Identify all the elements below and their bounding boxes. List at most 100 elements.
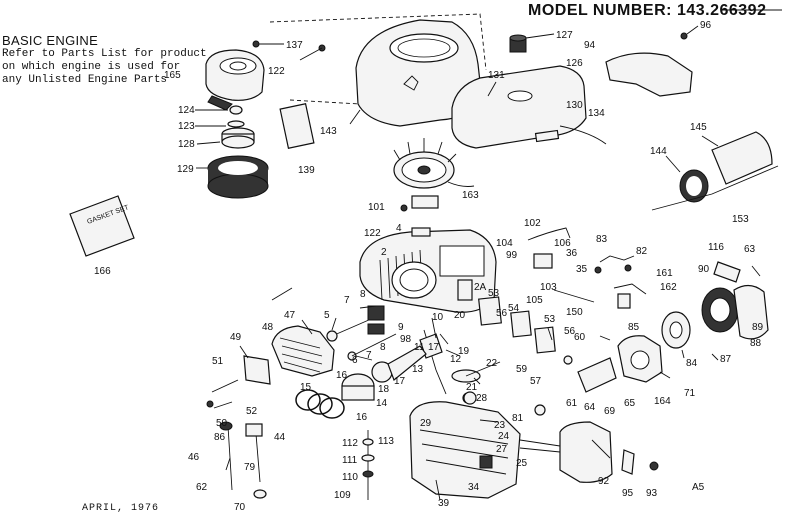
bracket-part [533, 253, 553, 269]
crank-key-part [431, 317, 437, 339]
leader-144 [665, 155, 681, 173]
leader-lines [225, 287, 719, 471]
callout-21: 21 [466, 382, 478, 393]
starter-housing-part [733, 284, 769, 340]
callout-labels: 1371221651241231281291279496131126130134… [94, 20, 764, 513]
gasket-set-part: GASKET SET [69, 195, 135, 257]
callout-139: 139 [298, 165, 315, 176]
model-number-value: 143.266392 [676, 2, 767, 19]
tank-strap-part [534, 129, 560, 143]
screw-part [594, 266, 602, 274]
callout-126: 126 [566, 58, 583, 69]
starter-rope-handle-part [713, 261, 741, 283]
fuel-cap-part [509, 34, 527, 53]
callout-111: 111 [342, 455, 358, 466]
gasket-part [563, 355, 573, 365]
callout-134: 134 [588, 108, 605, 119]
callout-36: 36 [566, 248, 578, 259]
callout-105: 105 [526, 295, 543, 306]
note-line-3: any Unlisted Engine Parts [2, 74, 168, 86]
callout-6: 6 [352, 355, 358, 366]
screw-part [400, 204, 408, 212]
callout-34: 34 [468, 482, 480, 493]
callout-106: 106 [554, 238, 571, 249]
callout-16: 16 [356, 412, 368, 423]
callout-163: 163 [462, 190, 479, 201]
tube-fitting-part [245, 423, 263, 437]
callout-129: 129 [177, 164, 194, 175]
washer-part [229, 105, 243, 115]
dipstick-cap-part [219, 421, 233, 431]
callout-102: 102 [524, 218, 541, 229]
intake-pipe-part [577, 357, 617, 393]
callout-109: 109 [334, 490, 351, 501]
callout-112: 112 [342, 438, 358, 449]
callout-92: 92 [598, 476, 610, 487]
callout-161: 161 [656, 268, 673, 279]
callout-65: 65 [624, 398, 636, 409]
callout-81: 81 [512, 413, 524, 424]
screw-part [252, 40, 260, 48]
callout-124: 124 [178, 105, 195, 116]
callout-86: 86 [214, 432, 226, 443]
oil-seal-part [463, 391, 477, 405]
callout-17: 17 [428, 342, 440, 353]
callout-24: 24 [498, 431, 510, 442]
callout-56: 56 [496, 308, 508, 319]
carburetor-part [599, 335, 671, 383]
bracket-153 [651, 165, 779, 211]
callout-99: 99 [506, 250, 518, 261]
callout-15: 15 [300, 382, 312, 393]
callout-104: 104 [496, 238, 513, 249]
callout-14: 14 [376, 398, 388, 409]
bracket-part [617, 293, 631, 309]
callout-50: 50 [216, 418, 228, 429]
valve-part [351, 333, 397, 357]
callout-11: 11 [414, 342, 425, 353]
valve-head-part [326, 330, 338, 342]
control-lever-part [599, 255, 635, 263]
dipstick-tube-part [255, 433, 261, 483]
callout-64: 64 [584, 402, 596, 413]
washer-part [361, 454, 375, 462]
screw-part [211, 379, 239, 393]
callout-57: 57 [530, 376, 542, 387]
piston-rings-part [295, 389, 345, 419]
washer-part [227, 120, 245, 128]
link-part [613, 283, 647, 295]
callout-2: 2 [381, 247, 387, 258]
nut-part [649, 461, 659, 471]
leader-143 [349, 109, 361, 125]
callout-44: 44 [274, 432, 286, 443]
callout-52: 52 [246, 406, 258, 417]
filter-element-part [207, 155, 269, 199]
callout-84: 84 [686, 358, 698, 369]
housing-dash-guide [269, 13, 487, 71]
o-ring-part [253, 489, 267, 499]
seal-part [411, 227, 431, 237]
crankshaft-part [419, 329, 447, 395]
screw-head-part [206, 400, 214, 408]
callout-49: 49 [230, 332, 242, 343]
air-intake-hose-part [679, 131, 773, 203]
callout-53: 53 [544, 314, 556, 325]
callout-13: 13 [412, 364, 424, 375]
head-gasket-part [243, 355, 271, 385]
callout-5: 5 [324, 310, 330, 321]
callout-96: 96 [700, 20, 712, 31]
callout-165: 165 [164, 70, 181, 81]
ignition-coil-part [411, 195, 439, 209]
leader-96 [686, 25, 699, 35]
fuel-tank-part [451, 65, 587, 149]
callout-88: 88 [750, 338, 762, 349]
callout-83: 83 [596, 234, 608, 245]
callout-63: 63 [744, 244, 756, 255]
muffler-bracket-part [621, 449, 635, 475]
callout-98: 98 [400, 334, 412, 345]
callout-61: 61 [566, 398, 578, 409]
governor-link-part [527, 227, 571, 241]
callout-69: 69 [604, 406, 616, 417]
gasket-part [478, 296, 502, 326]
callout-48: 48 [262, 322, 274, 333]
